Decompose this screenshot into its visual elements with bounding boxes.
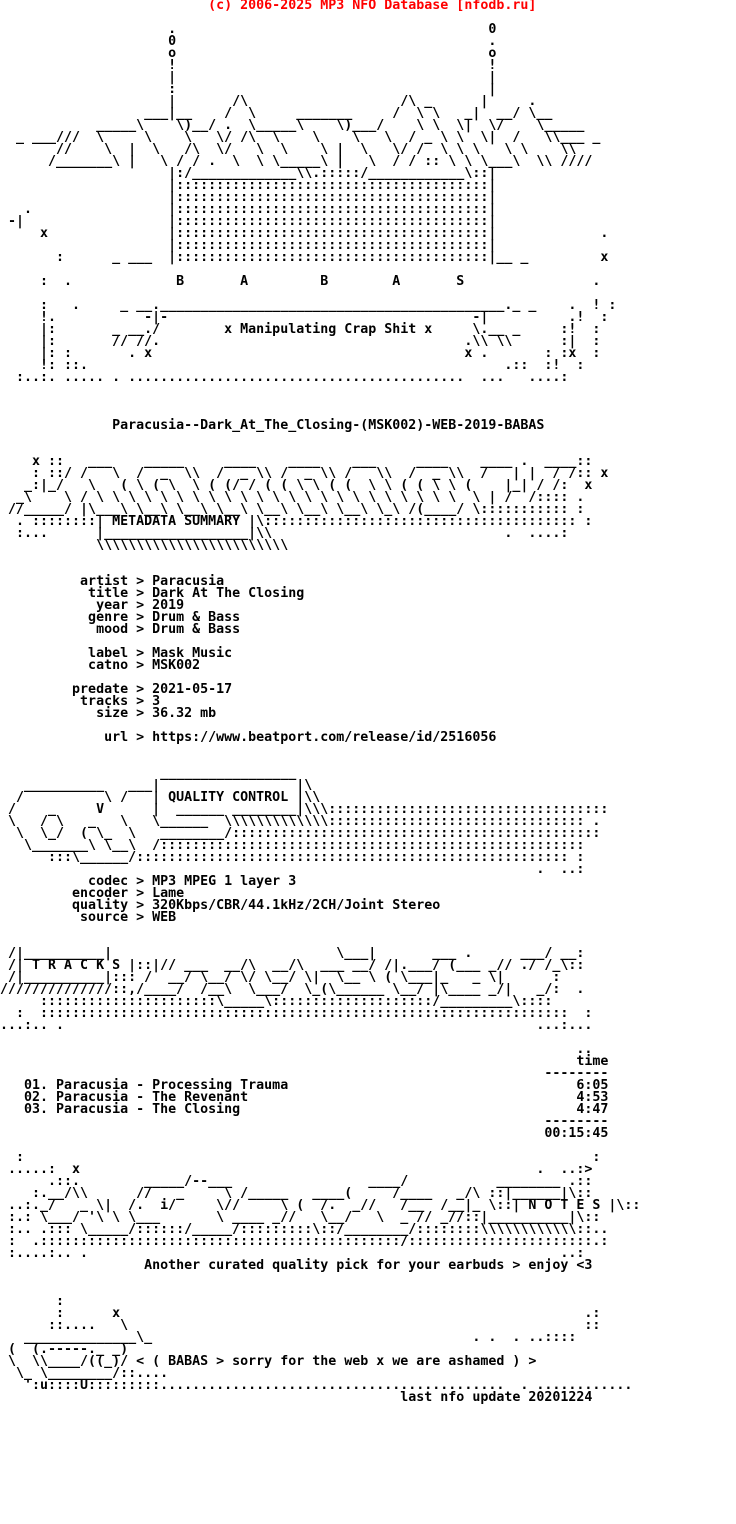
notes-message: Another curated quality pick for your ea…	[0, 1258, 593, 1273]
release-name: Paracusia--Dark_At_The_Closing-(MSK002)-…	[0, 418, 545, 433]
metadata-summary-art: x :: ___ _____ ____ ____ ___ ____ ____ .…	[8, 454, 609, 553]
tracks-art: /|__________| \___| ___ . ___/ __: /| T …	[0, 946, 593, 1057]
quality-control-art: _________________ __________ ___| |\ / \…	[8, 766, 609, 877]
notes-art: : : .....: x . ..:> .::. _____/--___ ___…	[8, 1150, 641, 1261]
quality-fields: codec > MP3 MPEG 1 layer 3 encoder > Lam…	[72, 874, 441, 925]
footer-update-line: last nfo update 20201224	[0, 1390, 593, 1405]
site-copyright-header: (c) 2006-2025 MP3 NFO Database [nfodb.ru…	[0, 0, 537, 13]
track-list: time -------- 01. Paracusia - Processing…	[24, 1054, 609, 1141]
metadata-fields: artist > Paracusia title > Dark At The C…	[72, 574, 497, 745]
babas-logo-art: . 0 0 . o o !	[8, 22, 617, 385]
bottom-art: : : x .: ::.... \ :: ______________\_	[8, 1294, 633, 1393]
